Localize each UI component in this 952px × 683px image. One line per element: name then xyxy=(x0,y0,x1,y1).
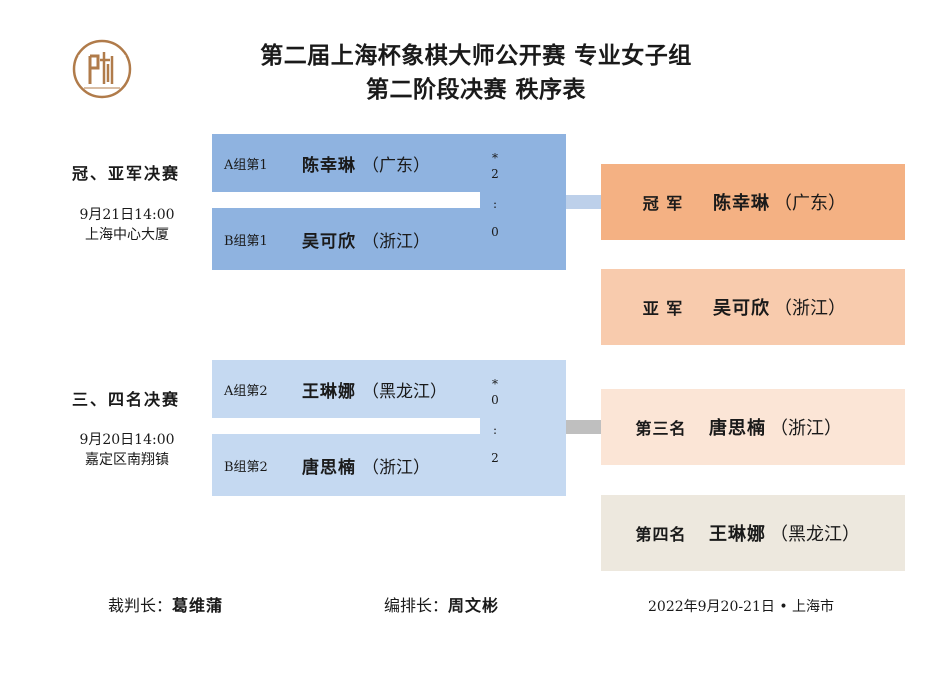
bronze-connector xyxy=(566,420,602,434)
page-title: 第二届上海杯象棋大师公开赛 专业女子组 xyxy=(260,42,692,69)
final-round-date: 9月21日14:00 xyxy=(79,207,175,223)
result-province: （浙江） xyxy=(774,298,846,319)
bronze-match-box: A组第2 王琳娜 （黑龙江） B组第2 唐思楠 （浙江） xyxy=(212,360,566,496)
page-subtitle: 第二阶段决赛 秩序表 xyxy=(365,76,586,103)
player-name: 唐思楠 xyxy=(302,457,356,478)
player-name: 王琳娜 xyxy=(302,381,356,402)
score-value: 2 xyxy=(491,167,499,181)
seed-label: B组第1 xyxy=(224,233,268,249)
score-mark: * xyxy=(492,377,498,391)
result-third: 第三名 唐思楠 （浙江） xyxy=(601,389,905,465)
tournament-logo xyxy=(70,38,134,100)
player-name: 吴可欣 xyxy=(302,231,356,252)
result-fourth: 第四名 王琳娜 （黑龙江） xyxy=(601,495,905,571)
referee-name: 葛维蒲 xyxy=(172,596,224,615)
result-runner-up: 亚 军 吴可欣 （浙江） xyxy=(601,269,905,345)
result-rank: 冠 军 xyxy=(642,194,684,213)
final-bottom-slot: B组第1 吴可欣 （浙江） xyxy=(212,208,566,270)
result-name: 陈幸琳 xyxy=(713,193,770,214)
arranger-label: 编排长： xyxy=(384,596,449,615)
score-value: 0 xyxy=(491,225,499,239)
player-province: （浙江） xyxy=(362,457,430,478)
final-round-info: 9月21日14:00 上海中心大厦 xyxy=(62,205,192,245)
result-rank: 第三名 xyxy=(635,419,687,438)
final-top-slot: A组第1 陈幸琳 （广东） xyxy=(212,134,566,192)
event-date-place: 2022年9月20-21日 • 上海市 xyxy=(648,599,835,615)
score-separator: : xyxy=(492,423,498,437)
bronze-bottom-slot: B组第2 唐思楠 （浙江） xyxy=(212,434,566,496)
match-divider xyxy=(212,192,480,208)
arranger-info: 编排长：周文彬 xyxy=(384,592,499,616)
result-name: 唐思楠 xyxy=(709,418,766,439)
match-divider xyxy=(212,418,480,434)
player-province: （黑龙江） xyxy=(362,381,447,402)
bronze-round-info: 9月20日14:00 嘉定区南翔镇 xyxy=(62,430,192,470)
score-separator: : xyxy=(492,197,498,211)
logo-emblem-icon xyxy=(72,39,132,99)
player-province: （浙江） xyxy=(362,231,430,252)
final-match-box: A组第1 陈幸琳 （广东） B组第1 吴可欣 （浙江） xyxy=(212,134,566,270)
final-connector xyxy=(566,195,602,209)
bronze-round-venue: 嘉定区南翔镇 xyxy=(85,452,169,468)
score-value: 0 xyxy=(491,393,499,407)
player-name: 陈幸琳 xyxy=(302,155,356,176)
referee-label: 裁判长： xyxy=(108,596,173,615)
result-rank: 亚 军 xyxy=(642,299,684,318)
final-round-venue: 上海中心大厦 xyxy=(85,227,169,243)
final-round-label: 冠、亚军决赛 xyxy=(72,164,181,183)
score-mark: * xyxy=(492,151,498,165)
seed-label: B组第2 xyxy=(224,459,268,475)
score-value: 2 xyxy=(491,451,499,465)
result-name: 王琳娜 xyxy=(709,524,766,545)
arranger-name: 周文彬 xyxy=(448,596,500,615)
seed-label: A组第2 xyxy=(224,383,268,399)
result-province: （广东） xyxy=(774,193,846,214)
result-province: （黑龙江） xyxy=(770,524,860,545)
bronze-top-slot: A组第2 王琳娜 （黑龙江） xyxy=(212,360,566,418)
final-score: * 2 : 0 xyxy=(488,150,502,240)
bronze-round-label: 三、四名决赛 xyxy=(72,390,181,409)
bronze-round-date: 9月20日14:00 xyxy=(79,432,175,448)
seed-label: A组第1 xyxy=(224,157,268,173)
player-province: （广东） xyxy=(362,155,430,176)
result-province: （浙江） xyxy=(770,418,842,439)
result-name: 吴可欣 xyxy=(713,298,770,319)
bronze-score: * 0 : 2 xyxy=(488,376,502,466)
referee-info: 裁判长：葛维蒲 xyxy=(108,592,223,616)
result-champion: 冠 军 陈幸琳 （广东） xyxy=(601,164,905,240)
result-rank: 第四名 xyxy=(635,525,687,544)
